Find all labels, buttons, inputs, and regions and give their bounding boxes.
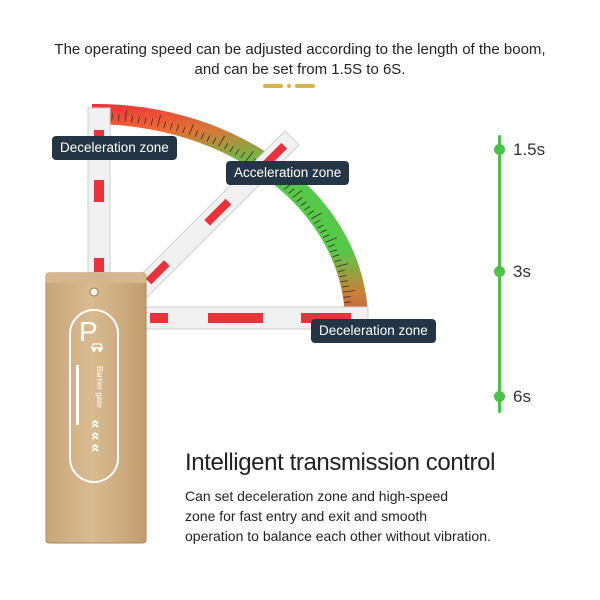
ruler-tick (229, 145, 234, 153)
ruler-tick (200, 132, 205, 140)
car-icon (91, 343, 103, 352)
ruler-tick (322, 234, 330, 238)
ruler-tick (194, 130, 199, 138)
ruler-tick (328, 244, 335, 248)
boom-vertical (87, 107, 111, 279)
ruler-tick (342, 290, 355, 293)
barrier-gate-cabinet (45, 272, 147, 544)
timeline-label-3: 6s (513, 387, 531, 406)
ruler-tick (317, 224, 324, 229)
timeline-dot-3 (494, 391, 505, 402)
ruler-tick (340, 280, 348, 283)
ruler-tick (343, 296, 351, 298)
ruler-tick (212, 137, 217, 145)
deceleration-zone-tag-top: Deceleration zone (52, 136, 177, 160)
ruler-tick (344, 301, 352, 303)
ruler-tick (330, 249, 338, 253)
ruler-tick (118, 114, 120, 122)
ruler-tick (307, 210, 314, 215)
ruler-tick (131, 115, 134, 123)
ruler-tick (339, 274, 347, 278)
deceleration-zone-tag-bottom: Deceleration zone (311, 319, 436, 343)
intro-line-2: and can be set from 1.5S to 6S. (194, 61, 406, 78)
ruler-tick (169, 122, 173, 130)
ruler-tick (218, 135, 225, 147)
ruler-tick (137, 116, 140, 124)
ruler-tick (334, 259, 342, 263)
ruler-tick (188, 123, 194, 136)
ruler-tick (234, 148, 240, 156)
ruler-tick (124, 109, 127, 122)
ruler-tick (182, 126, 186, 134)
acceleration-zone-tag: Acceleration zone (226, 161, 350, 185)
ruler-tick (314, 219, 321, 224)
timeline-label-2: 3s (513, 262, 531, 281)
ruler-ticks (98, 109, 355, 314)
description-line-2: zone for fast entry and exit and smooth (185, 508, 428, 524)
description-line-3: operation to balance each other without … (185, 528, 491, 544)
ruler-tick (284, 184, 290, 190)
timeline-dot-1 (494, 144, 505, 155)
ruler-tick (303, 206, 311, 211)
ruler-tick (150, 118, 154, 126)
ruler-tick (176, 124, 180, 132)
ruler-tick (157, 115, 161, 127)
gate-label: Barrier gate (95, 366, 104, 408)
ruler-tick (320, 229, 327, 234)
intro-line-1: The operating speed can be adjusted acco… (54, 41, 546, 58)
ruler-tick (223, 142, 229, 150)
ruler-tick (111, 113, 113, 121)
chevron-left-icon: « « « (87, 419, 104, 453)
ruler-tick (341, 285, 349, 288)
timeline-label-1: 1.5s (513, 140, 546, 159)
ruler-tick (325, 237, 337, 243)
parking-icon: P (79, 316, 98, 347)
section-heading: Intelligent transmission control (185, 449, 496, 476)
ruler-tick (310, 212, 322, 220)
ruler-tick (240, 151, 246, 159)
description-line-1: Can set deceleration zone and high-speed (185, 488, 449, 504)
ruler-tick (144, 117, 147, 125)
ruler-tick (337, 269, 345, 273)
ruler-tick (332, 254, 340, 258)
ruler-tick (245, 151, 254, 162)
timeline-dot-2 (494, 266, 505, 277)
ruler-tick (288, 188, 295, 194)
ruler-tick (336, 263, 349, 268)
ruler-tick (296, 197, 303, 202)
ruler-tick (300, 201, 307, 207)
ruler-tick (206, 135, 211, 142)
decorative-divider (263, 84, 315, 90)
intro-text: The operating speed can be adjusted acco… (0, 40, 600, 80)
ruler-tick (292, 189, 303, 198)
section-description: Can set deceleration zone and high-speed… (185, 486, 585, 546)
ruler-tick (163, 121, 167, 129)
